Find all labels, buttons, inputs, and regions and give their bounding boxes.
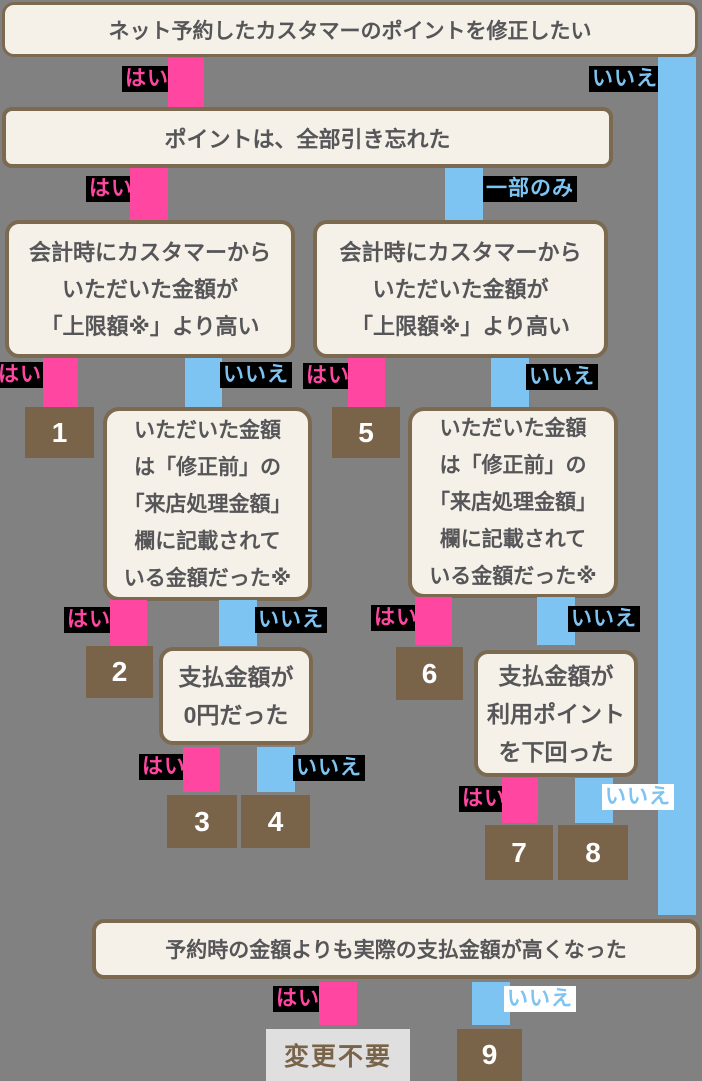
yes-label-q5-right: はい — [459, 786, 509, 812]
yes-connector-q4-left — [110, 600, 147, 646]
no-label-q5-left: いいえ — [293, 755, 365, 781]
question-q4-right: いただいた金額 は「修正前」の 「来店処理金額」 欄に記載されて いる金額だった… — [408, 407, 618, 598]
no-connector-q6 — [472, 982, 510, 1025]
yes-label-q4-right: はい — [371, 605, 421, 631]
partial-connector-q2 — [445, 168, 483, 221]
no-label-q3-right: いいえ — [526, 364, 598, 390]
yes-connector-q5-right — [502, 778, 538, 823]
yes-label-q4-left: はい — [64, 607, 114, 633]
yes-label-q2: はい — [86, 176, 136, 202]
question-q4-left: いただいた金額 は「修正前」の 「来店処理金額」 欄に記載されて いる金額だった… — [103, 407, 312, 601]
result-box-5: 5 — [332, 407, 400, 458]
yes-connector-q2 — [130, 168, 168, 221]
yes-connector-q5-left — [183, 747, 220, 792]
yes-label-q5-left: はい — [139, 754, 189, 780]
no-connector-q4-left — [219, 600, 257, 646]
result-box-7: 7 — [485, 825, 553, 880]
question-q2: ポイントは、全部引き忘れた — [2, 107, 613, 168]
question-q5-left: 支払金額が 0円だった — [159, 647, 313, 745]
partial-label-q2: 一部のみ — [483, 176, 577, 202]
yes-connector-q4-right — [415, 597, 452, 645]
no-label-q4-right: いいえ — [568, 606, 640, 632]
no-connector-q3-right — [491, 358, 529, 407]
result-box-2: 2 — [86, 646, 153, 698]
yes-connector-q6 — [319, 982, 357, 1025]
no-label-q6: いいえ — [504, 986, 576, 1012]
no-connector-q5-left — [257, 747, 295, 792]
result-box-6: 6 — [396, 647, 463, 700]
no-label-q5-right: いいえ — [602, 784, 674, 810]
yes-label-q3-right: はい — [303, 363, 353, 389]
result-box-4: 4 — [241, 795, 310, 848]
question-q1: ネット予約したカスタマーのポイントを修正したい — [2, 2, 698, 57]
result-box-3: 3 — [167, 795, 237, 848]
question-q6: 予約時の金額よりも実際の支払金額が高くなった — [92, 919, 700, 979]
no-label-q4-left: いいえ — [255, 607, 327, 633]
no-connector-q1-long — [658, 57, 696, 915]
no-label-q1: いいえ — [589, 66, 661, 92]
yes-connector-q3-right — [348, 358, 385, 407]
yes-label-q6: はい — [273, 986, 323, 1012]
yes-connector-q3-left — [43, 358, 78, 407]
result-box-9: 9 — [457, 1029, 522, 1081]
question-q3-left: 会計時にカスタマーから いただいた金額が 「上限額※」より高い — [5, 220, 295, 358]
no-connector-q3-left — [185, 358, 222, 407]
result-box-1: 1 — [25, 407, 94, 458]
result-box-8: 8 — [558, 825, 628, 880]
yes-connector-q1 — [168, 58, 204, 108]
no-label-q3-left: いいえ — [220, 362, 292, 388]
question-q3-right: 会計時にカスタマーから いただいた金額が 「上限額※」より高い — [313, 220, 608, 358]
yes-label-q1: はい — [122, 66, 172, 92]
no-change-result-box: 変更不要 — [266, 1029, 410, 1081]
question-q5-right: 支払金額が 利用ポイント を下回った — [474, 650, 638, 777]
yes-label-q3-left: はい — [0, 362, 45, 388]
